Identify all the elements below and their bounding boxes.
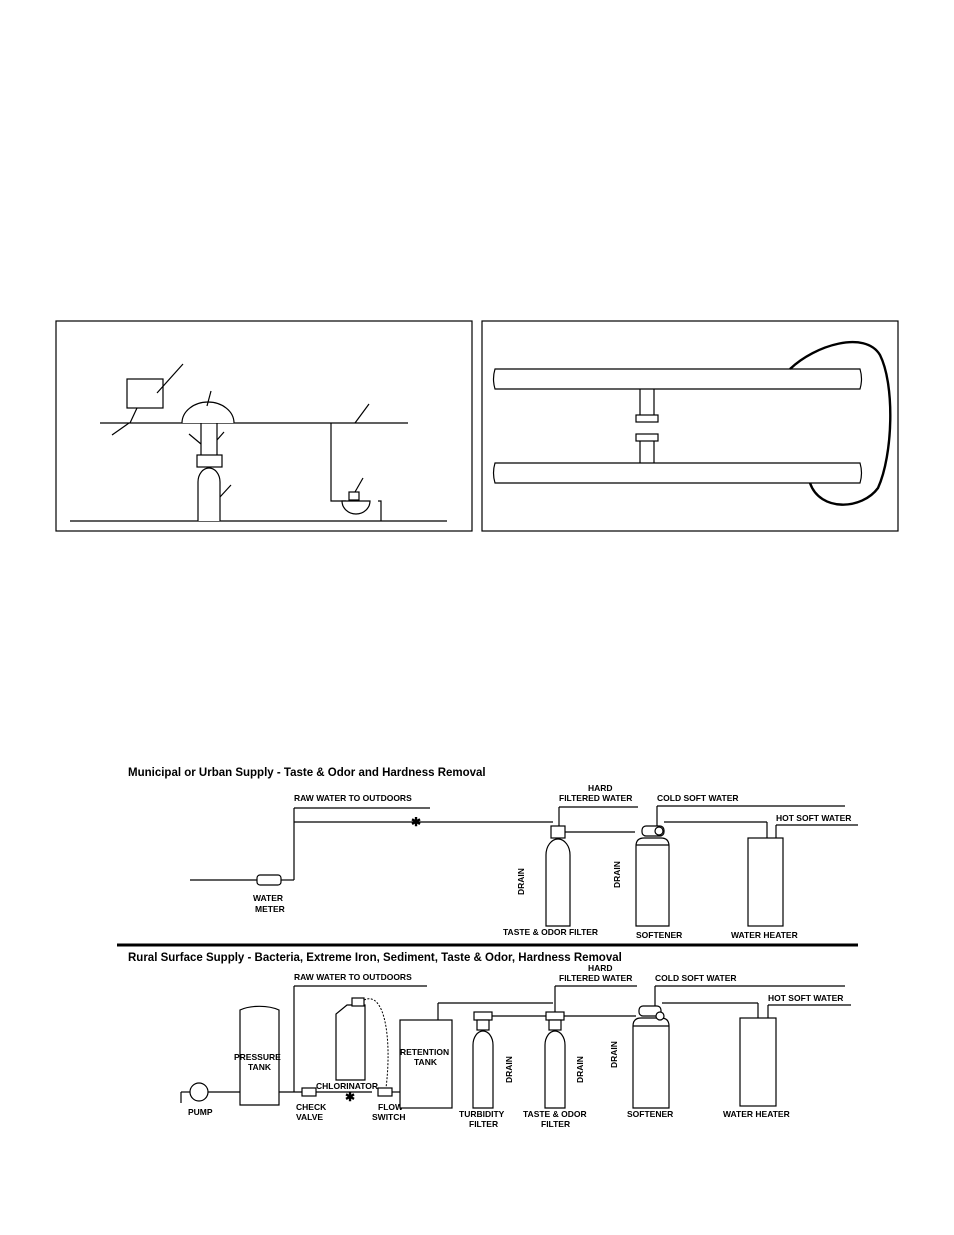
installation-figure: [55, 320, 473, 532]
svg-text:TURBIDITY: TURBIDITY: [459, 1109, 505, 1119]
svg-text:DRAIN: DRAIN: [516, 868, 526, 895]
water-heater-label: WATER HEATER: [731, 930, 798, 940]
pipe-bypass-figure: [481, 320, 899, 532]
svg-text:TANK: TANK: [248, 1062, 272, 1072]
svg-text:VALVE: VALVE: [296, 1112, 323, 1122]
tank: [197, 467, 221, 521]
rural-raw-water-label: RAW WATER TO OUTDOORS: [294, 972, 412, 982]
hard-filtered-label: FILTERED WATER: [559, 793, 632, 803]
svg-text:FILTER: FILTER: [541, 1119, 570, 1129]
svg-text:FILTERED WATER: FILTERED WATER: [559, 973, 632, 983]
rural-softener-tank: [632, 1017, 670, 1109]
svg-text:HARD: HARD: [588, 783, 613, 793]
raw-water-label: RAW WATER TO OUTDOORS: [294, 793, 412, 803]
retention-tank: [399, 1019, 453, 1109]
turbidity-filter-tank: [472, 1030, 494, 1109]
svg-text:SOFTENER: SOFTENER: [627, 1109, 673, 1119]
taste-odor-filter-tank: [545, 838, 571, 927]
municipal-diagram: Municipal or Urban Supply - Taste & Odor…: [128, 767, 858, 940]
lower-pipe: [492, 462, 863, 484]
valve-head: [196, 454, 223, 468]
svg-text:DRAIN: DRAIN: [609, 1041, 619, 1068]
chlorinator-tank: [335, 1004, 366, 1081]
water-heater-tank: [747, 837, 784, 927]
taste-odor-filter-label: TASTE & ODOR FILTER: [503, 927, 598, 937]
floor-drain: [341, 500, 371, 515]
ground-wire: [789, 340, 892, 506]
rural-title: Rural Surface Supply - Bacteria, Extreme…: [128, 952, 622, 964]
svg-text:FLOW: FLOW: [378, 1102, 404, 1112]
check-valve: [301, 1087, 317, 1097]
hot-soft-label: HOT SOFT WATER: [776, 813, 851, 823]
cold-soft-label: COLD SOFT WATER: [657, 793, 739, 803]
rural-diagram: Rural Surface Supply - Bacteria, Extreme…: [128, 952, 851, 1129]
upper-pipe: [492, 368, 863, 390]
pump: [189, 1082, 209, 1102]
svg-text:HARD: HARD: [588, 963, 613, 973]
svg-text:✱: ✱: [411, 815, 421, 829]
pump-label: PUMP: [188, 1107, 213, 1117]
softener-tank: [635, 837, 670, 927]
svg-text:DRAIN: DRAIN: [612, 861, 622, 888]
svg-text:WATER: WATER: [253, 893, 283, 903]
water-meter: [256, 874, 282, 886]
municipal-title: Municipal or Urban Supply - Taste & Odor…: [128, 767, 486, 779]
svg-text:RETENTION: RETENTION: [400, 1047, 449, 1057]
installation-figure-frame: [55, 320, 473, 532]
svg-text:PRESSURE: PRESSURE: [234, 1052, 281, 1062]
svg-text:WATER HEATER: WATER HEATER: [723, 1109, 790, 1119]
svg-text:TASTE & ODOR: TASTE & ODOR: [523, 1109, 587, 1119]
svg-text:METER: METER: [255, 904, 285, 914]
svg-text:DRAIN: DRAIN: [504, 1056, 514, 1083]
svg-text:✱: ✱: [345, 1090, 355, 1104]
svg-text:CHECK: CHECK: [296, 1102, 327, 1112]
bypass-valve: [181, 401, 235, 424]
pipe-bypass-figure-frame: [481, 320, 899, 532]
svg-text:TANK: TANK: [414, 1057, 438, 1067]
pressure-tank: [239, 1005, 280, 1106]
rural-water-heater-tank: [739, 1017, 777, 1107]
chlorinator-label: CHLORINATOR: [316, 1081, 378, 1091]
svg-text:DRAIN: DRAIN: [575, 1056, 585, 1083]
svg-text:FILTER: FILTER: [469, 1119, 498, 1129]
flow-switch: [377, 1087, 393, 1097]
svg-text:HOT SOFT WATER: HOT SOFT WATER: [768, 993, 843, 1003]
softener-label: SOFTENER: [636, 930, 682, 940]
svg-text:SWITCH: SWITCH: [372, 1112, 406, 1122]
svg-text:COLD SOFT WATER: COLD SOFT WATER: [655, 973, 737, 983]
rural-taste-odor-filter-tank: [544, 1030, 566, 1109]
control-box: [126, 378, 164, 409]
